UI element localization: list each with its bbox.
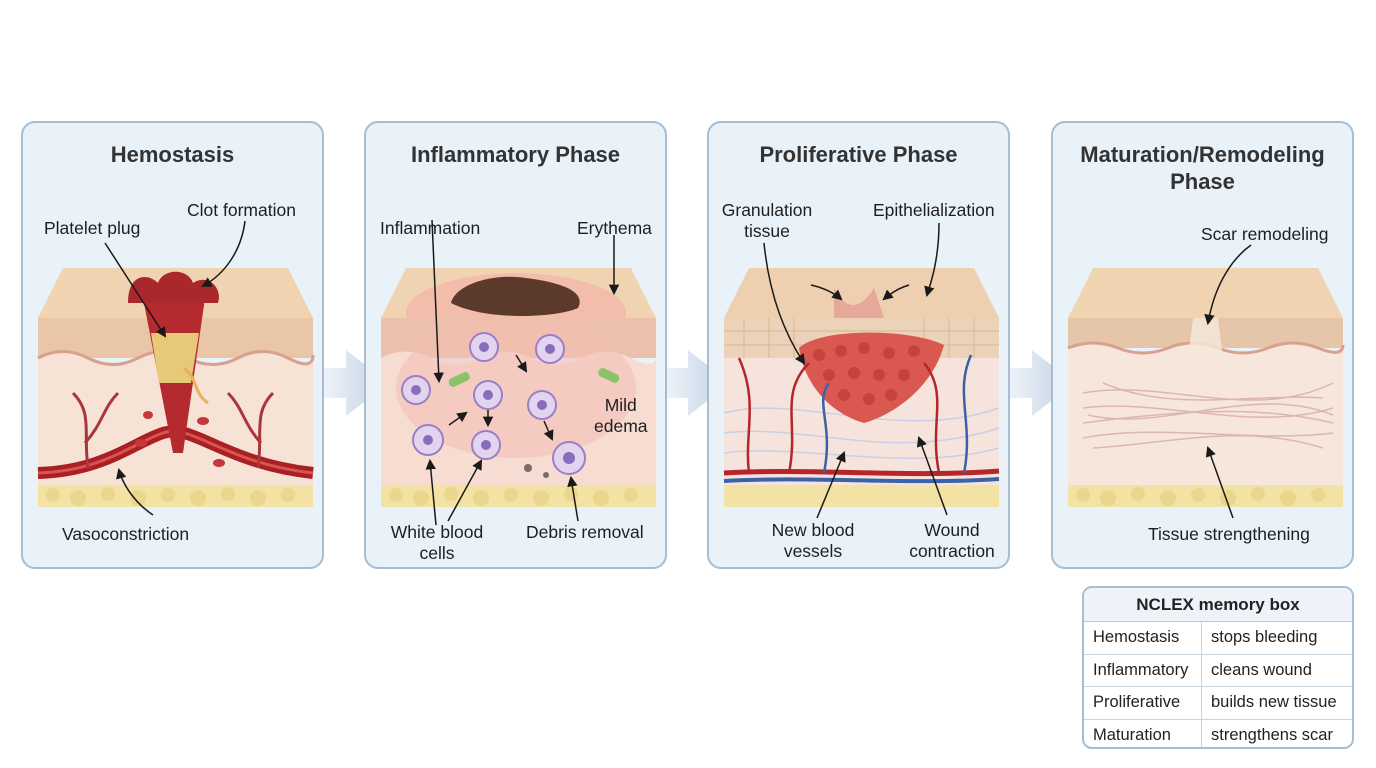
- label-mild-edema: Mild edema: [594, 395, 648, 436]
- memory-action: stops bleeding: [1201, 622, 1352, 655]
- panel-maturation: Maturation/Remodeling Phase Scar remodel…: [1051, 121, 1354, 569]
- memory-phase: Inflammatory: [1084, 654, 1202, 687]
- label-debris-removal: Debris removal: [526, 522, 644, 542]
- maturation-illustration: [1067, 244, 1345, 519]
- memory-phase: Maturation: [1084, 719, 1202, 747]
- label-new-blood-vessels: New blood vessels: [771, 520, 855, 561]
- label-white-blood-cells: White blood cells: [390, 522, 484, 563]
- proliferative-illustration: [723, 222, 1000, 519]
- label-wound-contraction: Wound contraction: [909, 520, 995, 561]
- panel-title: Hemostasis: [110, 142, 235, 167]
- memory-box-title: NCLEX memory box: [1084, 588, 1352, 622]
- flow-arrow-1: [290, 350, 388, 416]
- label-vasoconstriction: Vasoconstriction: [62, 524, 190, 544]
- label-erythema: Erythema: [577, 218, 652, 238]
- panel-proliferative: Proliferative Phase Granulation tissue E…: [707, 121, 1010, 569]
- hemostasis-illustration: [37, 220, 315, 516]
- label-epithelialization: Epithelialization: [873, 200, 995, 220]
- memory-action: cleans wound: [1201, 654, 1352, 687]
- table-row: Hemostasis stops bleeding: [1084, 622, 1352, 655]
- table-row: Inflammatory cleans wound: [1084, 654, 1352, 687]
- panel-hemostasis: Hemostasis Platelet plug Clot formation …: [21, 121, 324, 569]
- panel-title: Inflammatory Phase: [410, 142, 621, 167]
- memory-phase: Proliferative: [1084, 686, 1202, 720]
- label-tissue-strengthening: Tissue strengthening: [1148, 524, 1310, 544]
- memory-action: builds new tissue: [1201, 686, 1352, 720]
- table-row: Proliferative builds new tissue: [1084, 686, 1352, 720]
- flow-arrow-2: [632, 350, 730, 416]
- panel-title: Maturation/Remodeling Phase: [1080, 142, 1325, 194]
- label-granulation-tissue: Granulation tissue: [721, 200, 813, 241]
- table-row: Maturation strengthens scar: [1084, 719, 1352, 747]
- memory-box-table: Hemostasis stops bleeding Inflammatory c…: [1084, 622, 1352, 747]
- label-clot-formation: Clot formation: [187, 200, 296, 220]
- memory-phase: Hemostasis: [1084, 622, 1202, 655]
- inflammatory-illustration: [381, 219, 656, 526]
- panel-title: Proliferative Phase: [759, 142, 958, 167]
- label-scar-remodeling: Scar remodeling: [1201, 224, 1329, 244]
- panel-inflammatory: Inflammatory Phase Inflammation Erythema…: [364, 121, 667, 569]
- nclex-memory-box: NCLEX memory box Hemostasis stops bleedi…: [1082, 586, 1354, 749]
- flow-arrow-3: [976, 350, 1074, 416]
- label-inflammation: Inflammation: [380, 218, 481, 238]
- label-platelet-plug: Platelet plug: [44, 218, 141, 238]
- memory-action: strengthens scar: [1211, 725, 1333, 744]
